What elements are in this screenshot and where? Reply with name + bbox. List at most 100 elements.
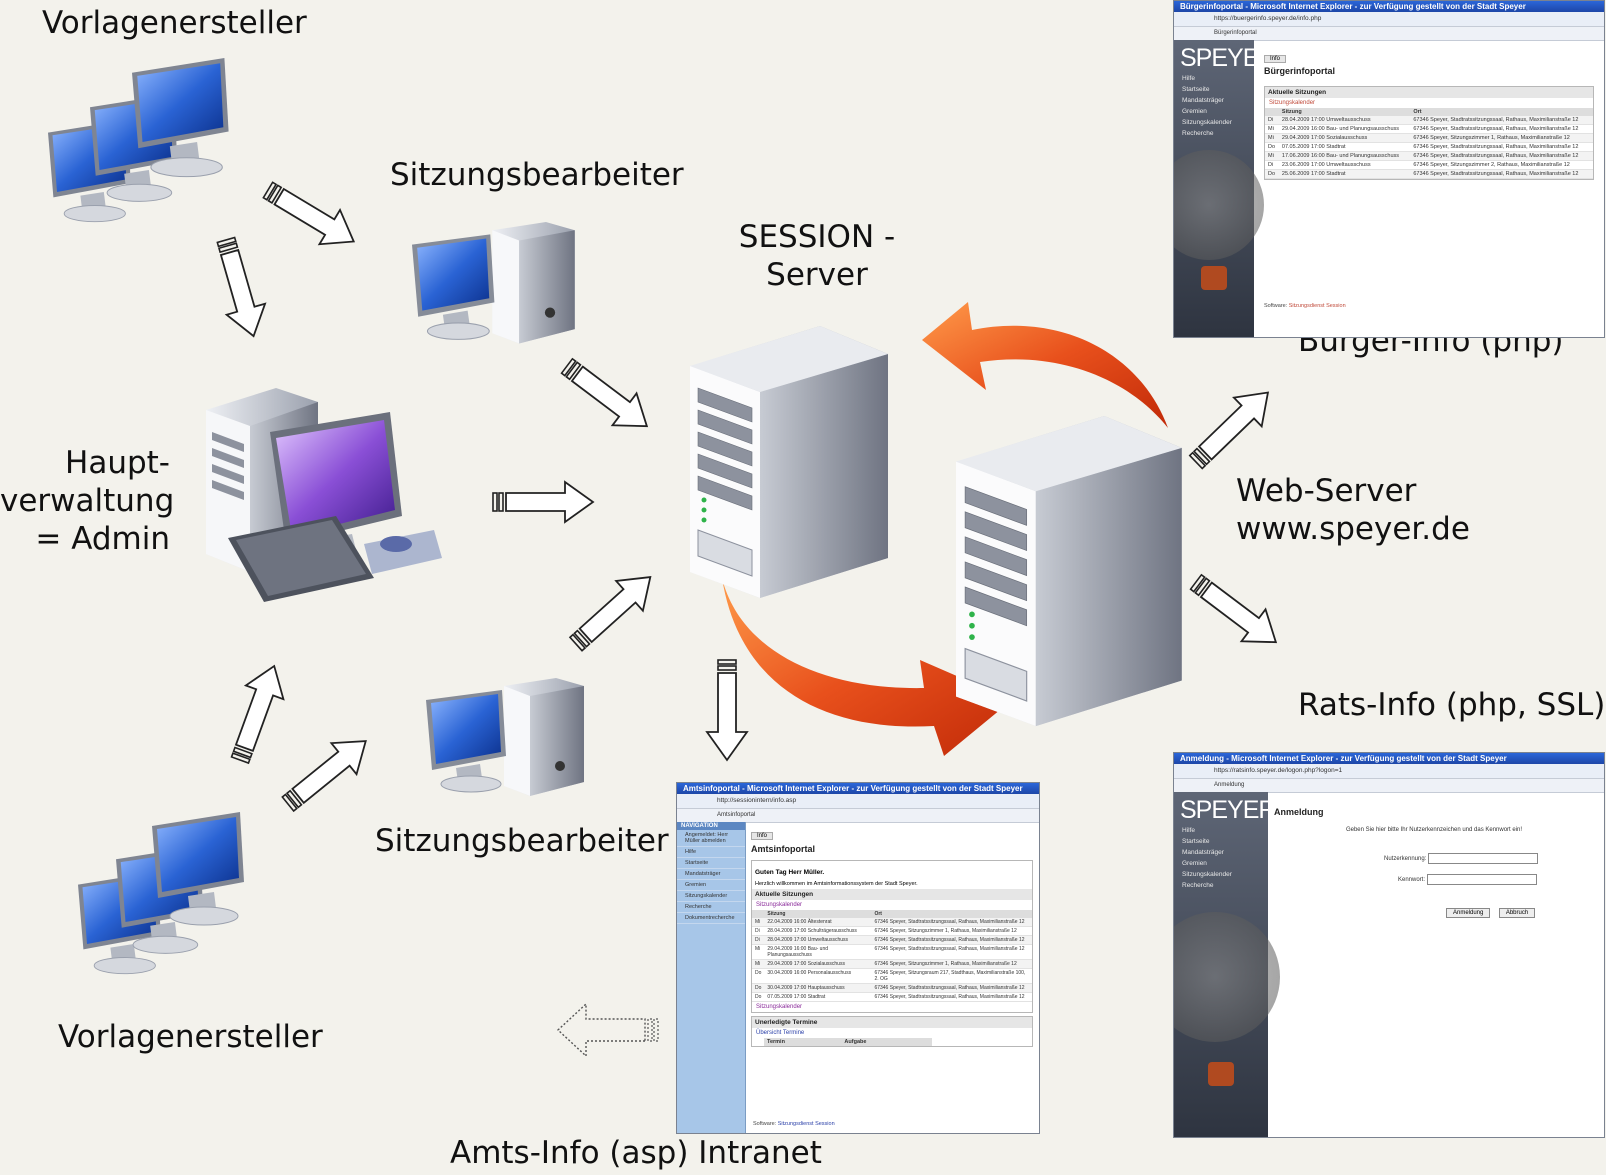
workstation-icon — [411, 221, 576, 345]
address-bar: https://ratsinfo.speyer.de/logon.php?log… — [1174, 764, 1604, 779]
user-row: Nutzerkennung: — [1274, 853, 1594, 864]
nav-item[interactable]: Dokumentrecherche — [677, 913, 745, 924]
nav-item[interactable]: Sitzungskalender — [677, 891, 745, 902]
calendar-link: Sitzungskalender — [756, 902, 803, 908]
cell-session: 29.04.2009 16:00 Bau- und Planungsaussch… — [764, 944, 872, 960]
column-header — [1265, 108, 1279, 116]
server-tower-icon — [689, 325, 889, 599]
nav-item[interactable]: Gremien — [677, 880, 745, 891]
cell-day: Do — [752, 968, 765, 984]
cell-session: 30.04.2009 17:00 Hauptausschuss — [764, 983, 872, 993]
window-title: Bürgerinfoportal - Microsoft Internet Ex… — [1174, 1, 1604, 12]
username-field[interactable] — [1428, 853, 1539, 864]
label-webserver-line2: www.speyer.de — [1236, 511, 1470, 547]
cell-session: 17.06.2009 16:00 Bau- und Planungsaussch… — [1278, 151, 1411, 161]
cell-day: Di — [1265, 160, 1279, 170]
cancel-button[interactable]: Abbruch — [1498, 908, 1536, 918]
navigation-sidebar: NAVIGATION Angemeldet: Herr Müller abmel… — [677, 822, 746, 1133]
cell-day: Do — [1265, 169, 1279, 179]
menu-item: Gremien — [1182, 860, 1207, 867]
city-seal-icon — [1174, 912, 1280, 1042]
window-title: Anmeldung - Microsoft Internet Explorer … — [1174, 753, 1604, 764]
hollow-arrow-icon — [706, 659, 748, 761]
cell-session: 23.06.2009 17:00 Umweltausschuss — [1278, 160, 1411, 170]
nav-item[interactable]: Hilfe — [677, 847, 745, 858]
panel-title: Aktuelle Sitzungen — [1265, 87, 1593, 98]
menu-item: Hilfe — [1182, 75, 1196, 82]
hollow-arrow-icon — [220, 658, 294, 768]
cell-session: 07.05.2009 17:00 Stadtrat — [764, 992, 872, 1002]
footer-link: Sitzungsdienst Session — [1288, 303, 1346, 309]
cell-session: 07.05.2009 17:00 Stadtrat — [1278, 142, 1411, 152]
cell-day: Do — [752, 983, 765, 993]
label-sitzungsbearbeiter-bottom: Sitzungsbearbeiter — [375, 823, 669, 859]
panel-title: Aktuelle Sitzungen — [752, 889, 1032, 900]
city-crest-icon — [1208, 1062, 1234, 1086]
cell-location: 67346 Speyer, Stadtratssitzungssaal, Rat… — [1410, 116, 1593, 125]
favorites-bar: Bürgerinfoportal — [1174, 27, 1604, 41]
curved-sync-arrow-icon — [722, 302, 1168, 756]
admin-pc-icon — [206, 388, 442, 602]
cell-session: 29.04.2009 16:00 Bau- und Planungsaussch… — [1278, 124, 1411, 134]
password-field[interactable] — [1426, 874, 1537, 885]
menu-item: Startseite — [1182, 838, 1210, 845]
speyer-logo: SPEYER.DE — [1180, 44, 1315, 72]
cell-session: 29.04.2009 17:00 Sozialausschuss — [1278, 133, 1411, 143]
nav-item[interactable]: Mandatsträger — [677, 869, 745, 880]
column-header — [752, 910, 765, 918]
cell-day: Di — [1265, 116, 1279, 125]
footer-label: Software: — [1264, 303, 1288, 309]
menu-item: Recherche — [1182, 882, 1214, 889]
workstation-icon — [425, 677, 585, 797]
cell-session: 28.04.2009 17:00 Umweltausschuss — [1278, 116, 1411, 125]
window-title: Amtsinfoportal - Microsoft Internet Expl… — [677, 783, 1039, 794]
cell-day: Mi — [752, 944, 765, 960]
label-session-line2: Server — [766, 257, 868, 293]
password-row: Kennwort: — [1274, 874, 1594, 885]
login-button[interactable]: Anmeldung — [1446, 908, 1491, 918]
label-sitzungsbearbeiter-top: Sitzungsbearbeiter — [390, 157, 684, 193]
nav-item[interactable]: Startseite — [677, 858, 745, 869]
speyer-sidebar: SPEYER.DE Hilfe Startseite Mandatsträger… — [1174, 792, 1315, 1137]
hollow-arrow-icon — [205, 233, 274, 343]
menu-item: Mandatsträger — [1182, 97, 1224, 104]
label-vorlagenersteller-top: Vorlagenersteller — [42, 5, 307, 41]
cell-day: Di — [752, 935, 765, 945]
menu-item: Recherche — [1182, 130, 1214, 137]
hollow-arrow-icon — [557, 1003, 659, 1057]
navigation-title: NAVIGATION — [677, 822, 745, 830]
menu-item: Hilfe — [1182, 827, 1196, 834]
login-intro: Geben Sie hier bitte Ihr Nutzerkennzeich… — [1345, 827, 1523, 833]
cell-location: 67346 Speyer, Stadtratssitzungssaal, Rat… — [1410, 151, 1593, 161]
label-hauptverwaltung: Haupt- verwaltung = Admin — [0, 444, 174, 558]
cell-location: 67346 Speyer, Sitzungszimmer 2, Rathaus,… — [1410, 160, 1593, 170]
cell-location: 67346 Speyer, Stadtratssitzungssaal, Rat… — [871, 935, 1032, 945]
favorites-bar: Anmeldung — [1174, 779, 1604, 793]
login-buttons: Anmeldung Abbruch — [1274, 901, 1594, 919]
page-title: Anmeldung — [1274, 807, 1324, 817]
label-web-server: Web-Server www.speyer.de — [1236, 472, 1470, 548]
cell-location: 67346 Speyer, Stadtratssitzungssaal, Rat… — [871, 983, 1032, 993]
cell-location: 67346 Speyer, Stadtratssitzungssaal, Rat… — [871, 944, 1032, 960]
speyer-logo: SPEYER.DE — [1180, 796, 1315, 824]
cell-day: Do — [1265, 142, 1279, 152]
cell-location: 67346 Speyer, Stadtratssitzungssaal, Rat… — [1410, 169, 1593, 179]
label-haupt-line1: Haupt- — [65, 445, 170, 481]
page-title: Bürgerinfoportal — [1264, 66, 1335, 76]
content-area: Anmeldung Geben Sie hier bitte Ihr Nutze… — [1274, 801, 1594, 919]
hollow-arrow-icon — [561, 561, 665, 660]
password-label: Kennwort: — [1398, 877, 1426, 884]
cell-location: 67346 Speyer, Stadtratssitzungssaal, Rat… — [871, 992, 1032, 1002]
hollow-arrow-icon — [1181, 377, 1283, 478]
nav-item[interactable]: Recherche — [677, 902, 745, 913]
